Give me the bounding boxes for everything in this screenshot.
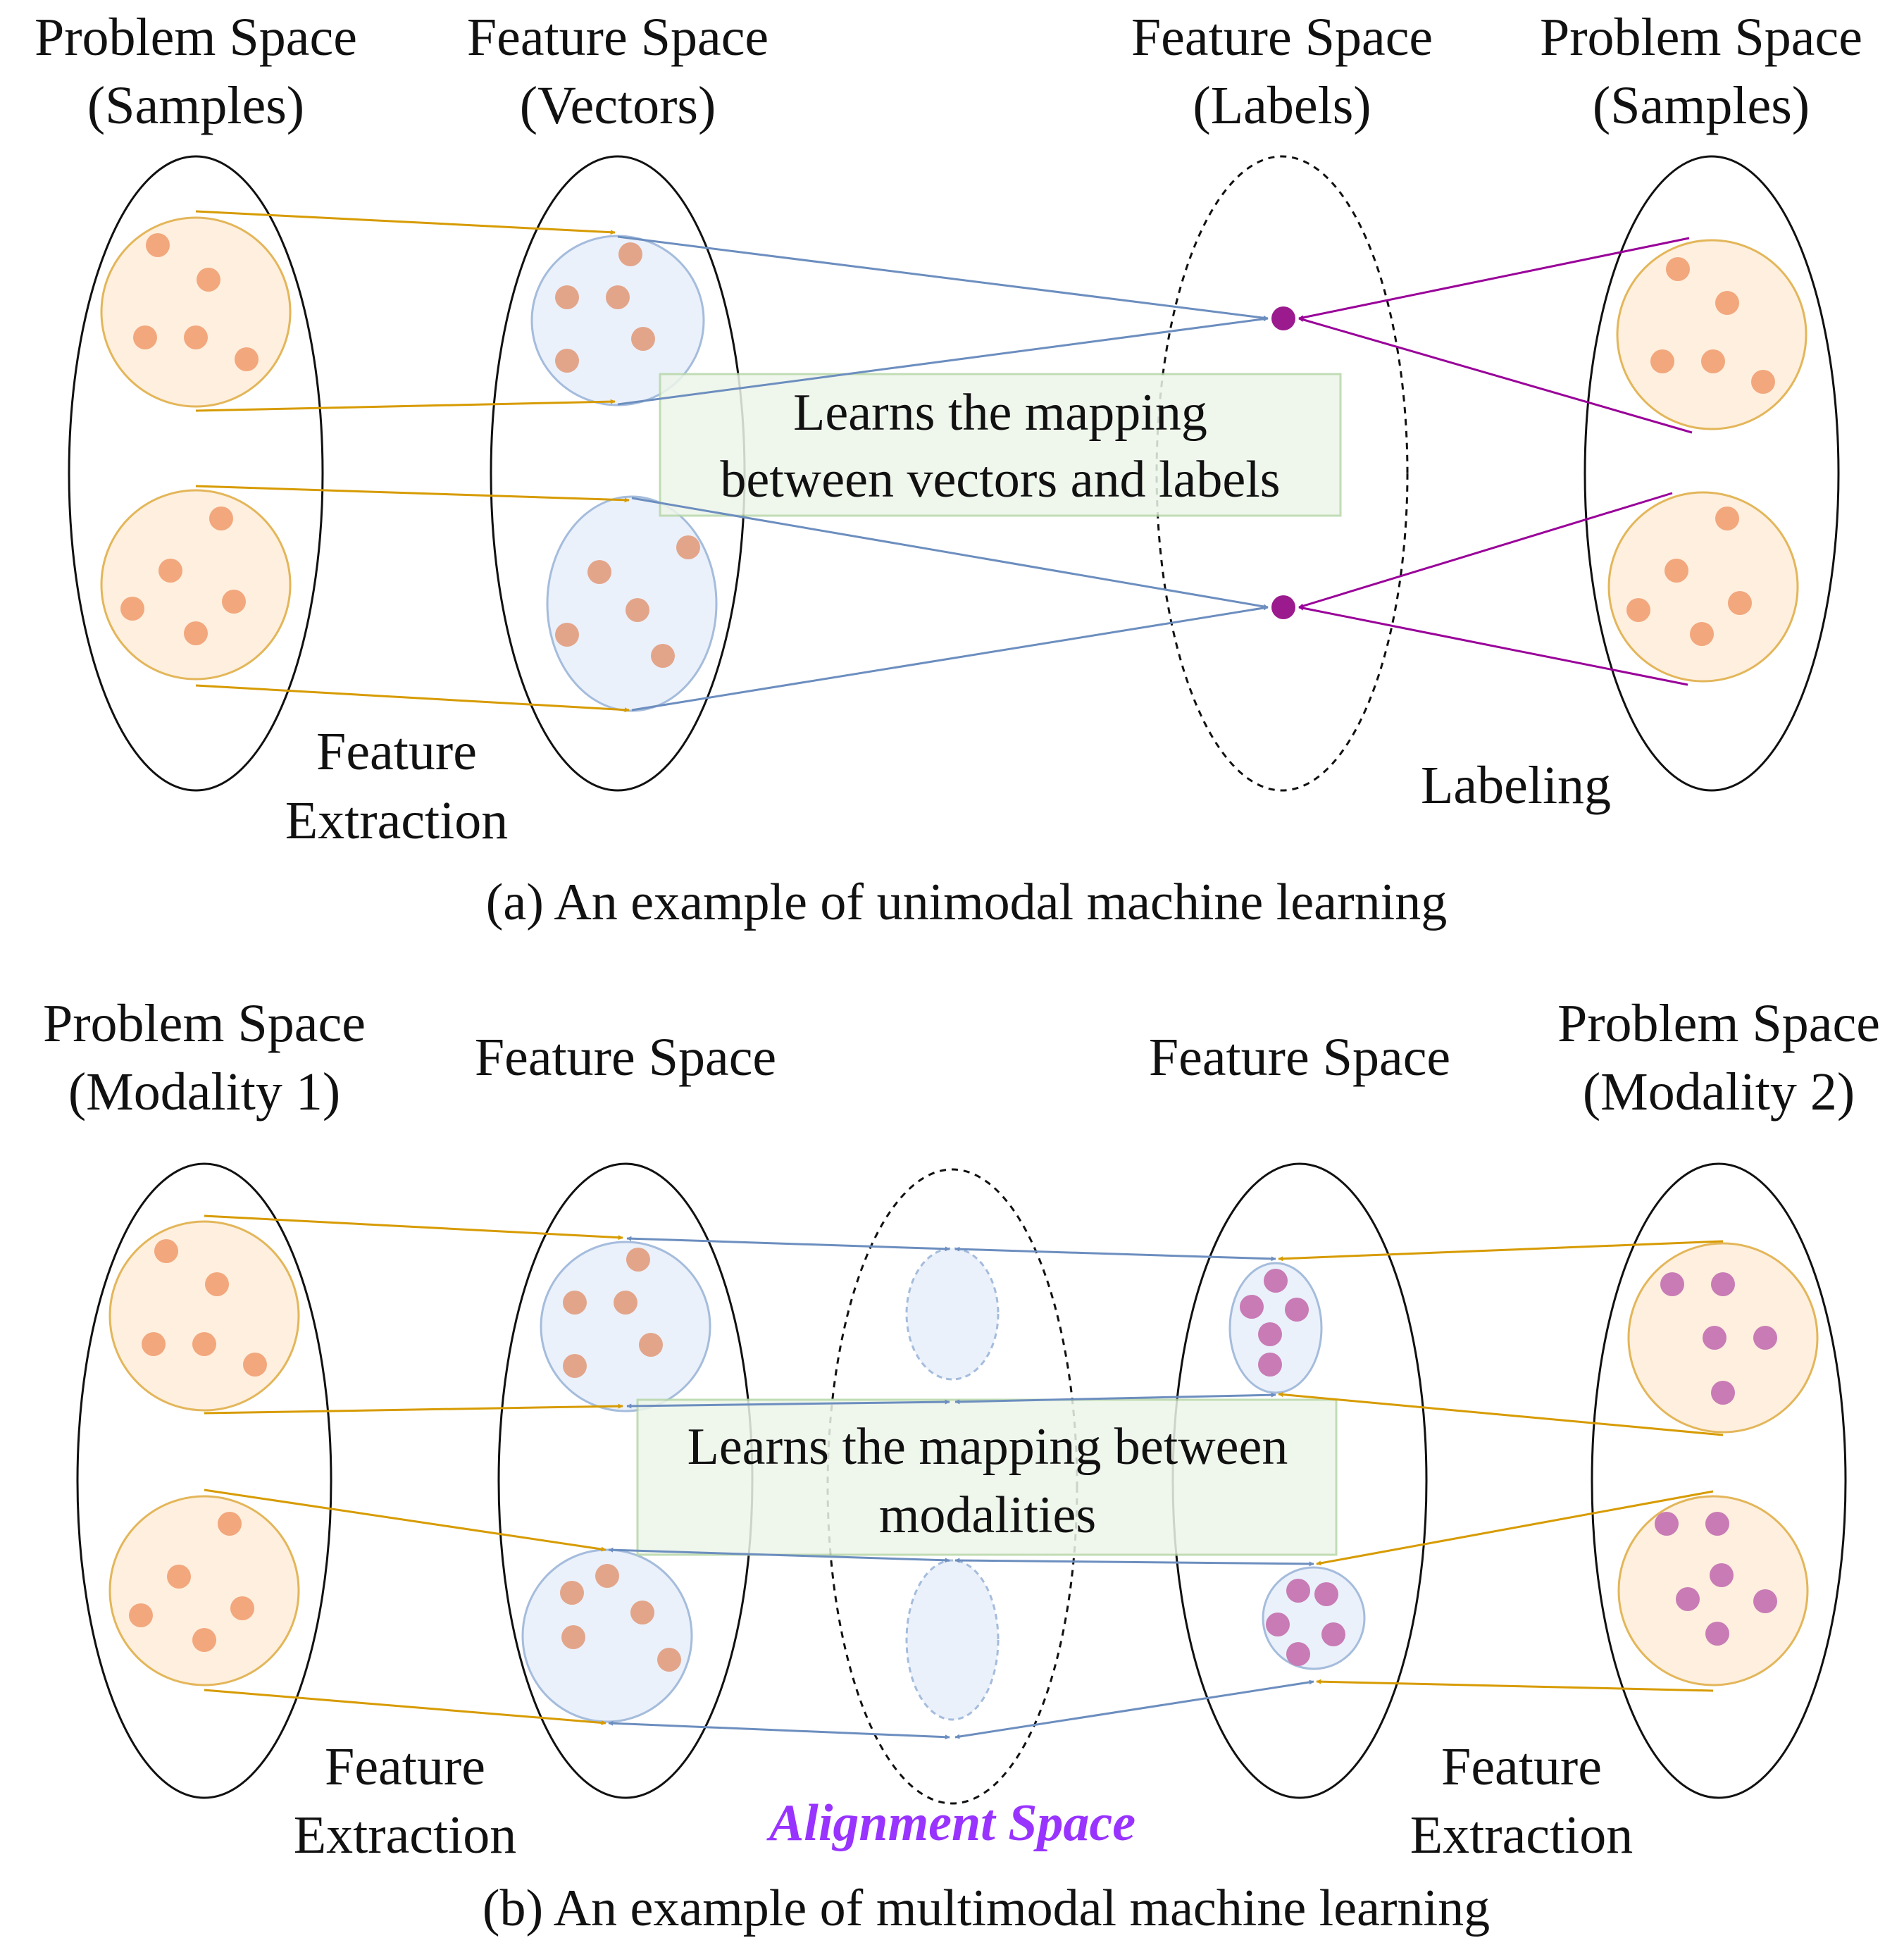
mapping-box-unimodal-line-1: Learns the mapping	[793, 384, 1207, 442]
arrow-feature-extraction	[195, 684, 630, 713]
header-feature-vectors-sub: (Vectors)	[520, 76, 716, 135]
arrow-alignment	[954, 1558, 1314, 1567]
header-problem-samples-right-sub: (Samples)	[1593, 76, 1810, 135]
sample-cluster-top-right-2	[1607, 491, 1799, 683]
header-problem-modality-2: Problem Space	[1557, 994, 1880, 1053]
mapping-box-multimodal-line-1: Learns the mapping between	[687, 1418, 1288, 1476]
alignment-cluster-a	[905, 1247, 1000, 1381]
header-problem-samples-left: Problem Space	[35, 8, 357, 67]
header-problem-modality-1: Problem Space	[43, 994, 366, 1053]
arrow-feature-extraction	[204, 1214, 623, 1241]
feature-extraction-label-left: Feature	[325, 1737, 485, 1796]
filled-circle-icon	[1271, 595, 1295, 619]
arrow-feature-extraction	[195, 210, 616, 235]
arrow-alignment	[608, 1547, 950, 1563]
sample-cluster-top-left-1	[100, 216, 292, 408]
arrow-alignment	[954, 1679, 1314, 1739]
header-feature-vectors: Feature Space	[467, 8, 769, 67]
arrow-feature-extraction	[204, 1403, 623, 1415]
labeling-label: Labeling	[1421, 756, 1611, 815]
arrow-feature-extraction	[1316, 1490, 1714, 1566]
vector-cluster-modality-1-b	[521, 1548, 693, 1723]
mapping-box-unimodal	[659, 373, 1342, 517]
problem-space-modality-1-ellipse	[76, 1162, 332, 1799]
header-feature-labels-sub: (Labels)	[1193, 76, 1371, 135]
vector-cluster-modality-2-a	[1228, 1262, 1323, 1394]
feature-space-labels-ellipse	[1155, 155, 1409, 792]
filled-circle-icon	[1271, 306, 1295, 330]
arrow-alignment	[626, 1399, 950, 1409]
arrow-alignment	[954, 1246, 1276, 1262]
multimodal-panel: Problem Space (Modality 1) Feature Space…	[43, 994, 1880, 1937]
mapping-box-multimodal-line-2: modalities	[879, 1486, 1096, 1544]
unimodal-panel: Problem Space (Samples) Feature Space (V…	[35, 8, 1862, 931]
header-feature-labels: Feature Space	[1131, 8, 1433, 67]
alignment-space-label: Alignment Space	[766, 1794, 1135, 1852]
caption-multimodal: (b) An example of multimodal machine lea…	[483, 1880, 1490, 1937]
problem-space-modality-2-ellipse	[1591, 1162, 1847, 1799]
sample-cluster-top-right-1	[1616, 239, 1807, 430]
problem-space-ellipse-left	[68, 155, 324, 792]
vector-cluster-modality-1-a	[540, 1241, 711, 1412]
arrow-feature-extraction	[195, 485, 630, 503]
mapping-box-multimodal	[636, 1398, 1338, 1556]
arrow-feature-extraction	[204, 1489, 606, 1552]
arrow-vector-to-label	[631, 497, 1269, 609]
arrow-labeling	[1298, 605, 1688, 686]
arrow-feature-extraction	[1316, 1679, 1714, 1692]
arrow-alignment	[626, 1236, 950, 1252]
sample-cluster-modality-2-a	[1627, 1242, 1819, 1434]
arrow-feature-extraction	[204, 1689, 606, 1725]
feature-extraction-label-right: Feature	[1441, 1737, 1602, 1796]
arrow-vector-to-label	[617, 316, 1269, 406]
vector-cluster-modality-2-b	[1262, 1566, 1366, 1670]
header-problem-modality-2-sub: (Modality 2)	[1583, 1062, 1855, 1122]
arrow-labeling	[1298, 492, 1673, 609]
arrow-alignment	[608, 1720, 950, 1740]
header-feature-space-left: Feature Space	[475, 1028, 776, 1087]
feature-extraction-label-left-sub: Extraction	[294, 1806, 517, 1865]
vector-cluster-top-2	[546, 495, 718, 712]
header-problem-samples-right: Problem Space	[1540, 8, 1862, 67]
alignment-cluster-b	[905, 1559, 1000, 1721]
arrow-feature-extraction	[1278, 1392, 1724, 1436]
problem-space-ellipse-right	[1583, 155, 1840, 792]
arrow-feature-extraction	[1278, 1240, 1724, 1262]
header-feature-space-right: Feature Space	[1149, 1028, 1450, 1087]
caption-unimodal: (a) An example of unimodal machine learn…	[486, 874, 1447, 931]
feature-extraction-label-top: Feature	[316, 722, 477, 781]
sample-cluster-modality-2-b	[1617, 1495, 1809, 1686]
arrow-feature-extraction	[195, 399, 616, 412]
header-problem-modality-1-sub: (Modality 1)	[68, 1062, 340, 1122]
arrow-vector-to-label	[631, 605, 1269, 712]
sample-cluster-top-left-2	[100, 489, 292, 681]
header-problem-samples-left-sub: (Samples)	[87, 76, 304, 135]
arrow-vector-to-label	[617, 235, 1269, 321]
sample-cluster-modality-1-b	[108, 1495, 300, 1686]
sample-cluster-modality-1-a	[108, 1220, 300, 1412]
vector-cluster-top-1	[530, 235, 705, 406]
mapping-box-unimodal-line-2: between vectors and labels	[720, 451, 1280, 509]
feature-extraction-label-right-sub: Extraction	[1410, 1806, 1634, 1865]
arrow-labeling	[1298, 317, 1693, 434]
feature-extraction-label-top-sub: Extraction	[285, 791, 509, 850]
arrow-labeling	[1298, 237, 1690, 321]
arrow-alignment	[954, 1392, 1276, 1405]
